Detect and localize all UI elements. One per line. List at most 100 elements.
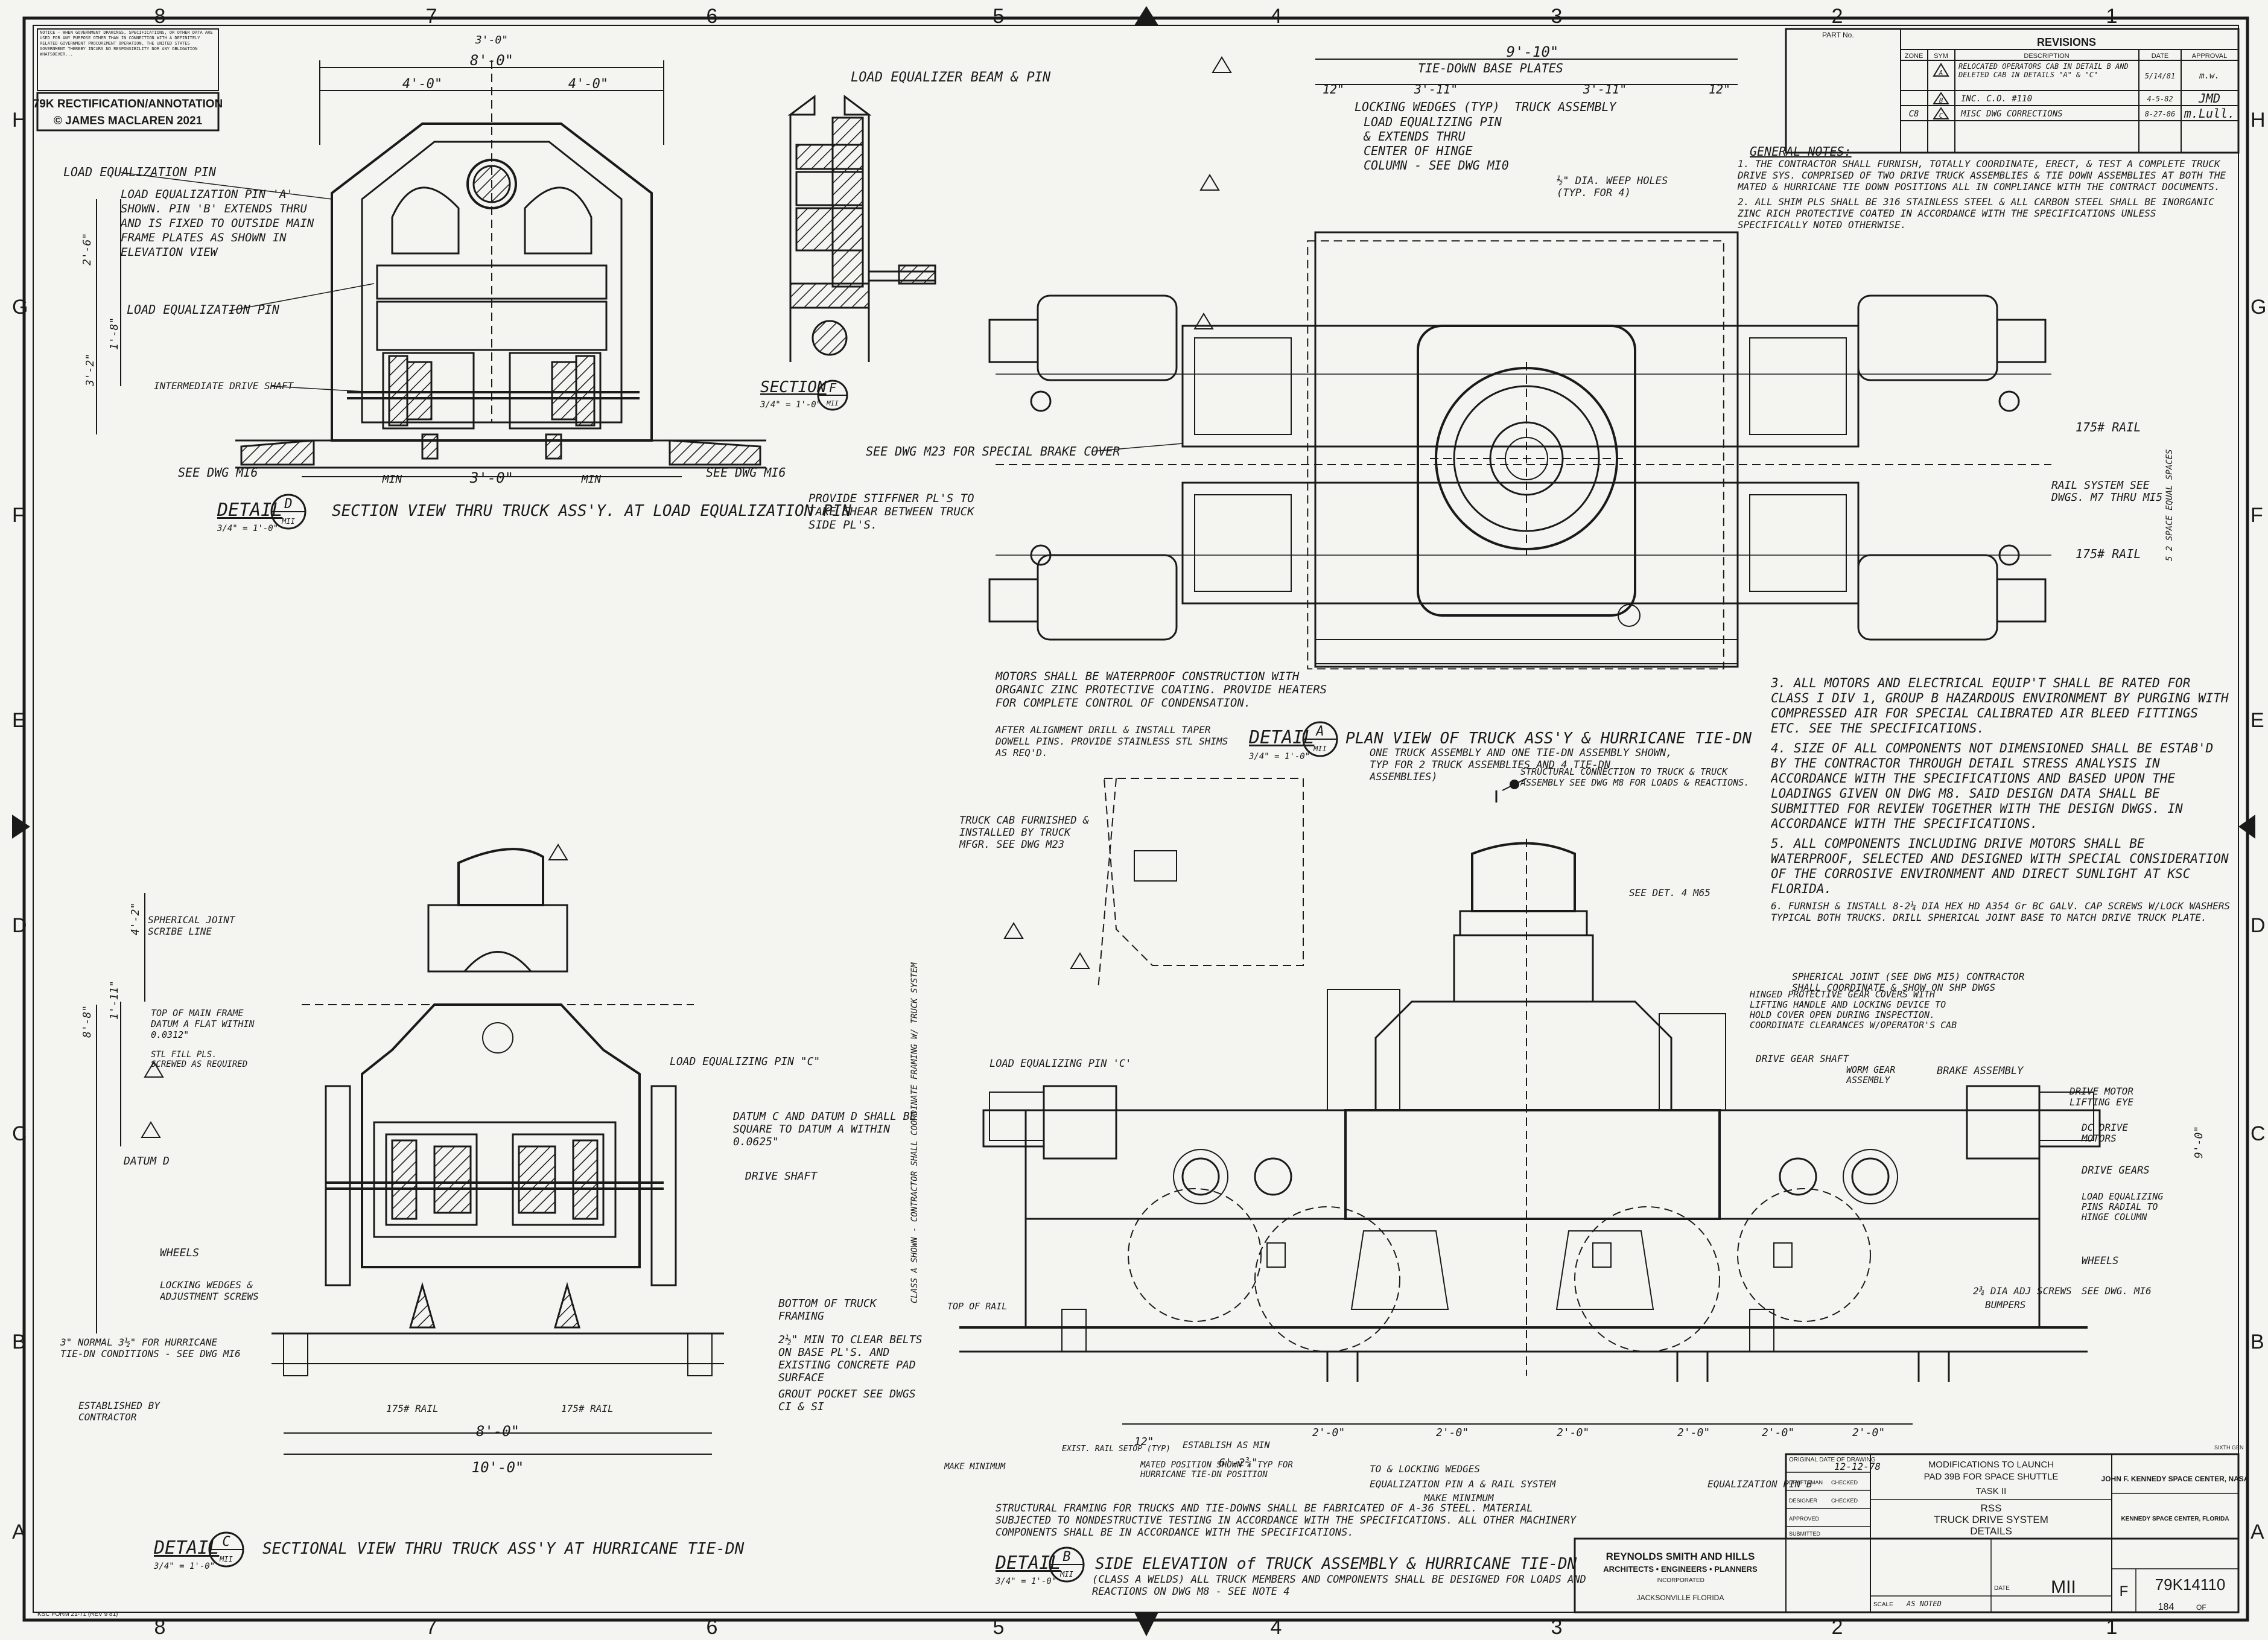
drawing-title-2: TRUCK DRIVE SYSTEM: [1934, 1514, 2048, 1525]
rev-row-desc: MISC DWG CORRECTIONS: [1960, 109, 2063, 119]
dim-12in-b: 12": [1134, 1435, 1154, 1448]
rev-row-desc: RELOCATED OPERATORS CAB IN DETAIL B AND …: [1958, 62, 2129, 79]
detail-a-scale: 3/4" = 1'-0": [1248, 752, 1310, 761]
label-locking-wedges-c: LOCKING WEDGES & ADJUSTMENT SCREWS: [160, 1279, 259, 1302]
dim-8ft-c: 8'-0": [476, 1423, 519, 1440]
detail-d-sheet: MII: [281, 517, 295, 526]
label-spherical-joint-b: SPHERICAL JOINT (SEE DWG MI5) CONTRACTOR…: [1792, 971, 2025, 993]
grid-row-left: H: [12, 109, 27, 132]
grid-row-labels: H G F E D C B A H G F E D C B A: [12, 109, 2266, 1543]
grid-col-bottom: 7: [426, 1616, 437, 1639]
label-brake-cover: SEE DWG M23 FOR SPECIAL BRAKE COVER: [866, 444, 1120, 459]
annotation-label: 79K RECTIFICATION/ANNOTATION © JAMES MAC…: [33, 92, 223, 132]
role-approved: APPROVED: [1789, 1516, 1820, 1522]
revision-triangle-icon: [141, 1121, 161, 1138]
grid-col-top: 2: [1832, 5, 1843, 28]
project-line-2: PAD 39B FOR SPACE SHUTTLE: [1924, 1472, 2059, 1482]
label-dc-drive-motors: DC DRIVE MOTORS: [2082, 1122, 2129, 1144]
label-motors-waterproof: MOTORS SHALL BE WATERPROOF CONSTRUCTION …: [996, 670, 1327, 710]
dim-3ft-11-right: 3'-11": [1583, 82, 1627, 97]
rev-header-sym: SYM: [1934, 52, 1948, 60]
label-drive-shaft: DRIVE SHAFT: [745, 1170, 818, 1183]
agency-sub: KENNEDY SPACE CENTER, FLORIDA: [2121, 1516, 2229, 1522]
rev-row-approval: JMD: [2198, 91, 2220, 106]
detail-c-caption-text: SECTIONAL VIEW THRU TRUCK ASS'Y AT HURRI…: [262, 1540, 745, 1558]
label-brake-assembly: BRAKE ASSEMBLY: [1937, 1065, 2024, 1077]
dim-2ft-f: 2'-0": [1852, 1426, 1885, 1439]
grid-col-bottom: 2: [1832, 1616, 1843, 1639]
label-top-of-rail: TOP OF RAIL: [947, 1301, 1007, 1312]
rev-row-approval: m.Lull.: [2184, 106, 2235, 121]
firm-sub: ARCHITECTS • ENGINEERS • PLANNERS: [1603, 1565, 1758, 1574]
detail-a-letter: A: [1315, 724, 1324, 739]
dim-10ft-c: 10'-0": [472, 1459, 524, 1476]
grid-row-right: H: [2251, 109, 2266, 132]
scale-label: SCALE: [1873, 1601, 1893, 1608]
detail-b-caption: DETAIL B MII 3/4" = 1'-0" SIDE ELEVATION…: [995, 1546, 1586, 1598]
grid-col-top: 5: [993, 5, 1005, 28]
label-see-dwg-mi6-b: SEE DWG. MI6: [2082, 1285, 2152, 1297]
detail-c-title: DETAIL: [153, 1537, 219, 1559]
detail-c-sheet: MII: [219, 1555, 233, 1563]
label-see-dwg-right: SEE DWG MI6: [706, 465, 786, 480]
label-load-equalizing-pin-c-b: LOAD EQUALIZING PIN 'C': [989, 1058, 1131, 1070]
label-intermediate-drive-shaft: INTERMEDIATE DRIVE SHAFT: [154, 380, 294, 392]
label-load-equalizing-pin-c: LOAD EQUALIZING PIN "C": [670, 1055, 820, 1068]
label-see-det-4: SEE DET. 4 M65: [1629, 887, 1711, 898]
drawing-title-1: RSS: [1981, 1502, 2002, 1514]
label-taper-dowell: AFTER ALIGNMENT DRILL & INSTALL TAPER DO…: [996, 724, 1228, 758]
role-checked-2: CHECKED: [1831, 1498, 1858, 1504]
dim-min-right: MIN: [581, 473, 602, 486]
label-load-equalizing-pins-radial: LOAD EQUALIZING PINS RADIAL TO HINGE COL…: [2082, 1192, 2164, 1222]
original-date: 12-12-78: [1834, 1461, 1881, 1472]
label-stiffner: PROVIDE STIFFNER PL'S TO TAKE SHEAR BETW…: [808, 492, 974, 532]
center-mark-bottom-icon: [1134, 1612, 1158, 1636]
grid-row-left: B: [12, 1330, 26, 1353]
general-note-2: 2. ALL SHIM PLS SHALL BE 316 STAINLESS S…: [1738, 196, 2214, 230]
label-tie-down-base-plates: TIE-DOWN BASE PLATES: [1418, 61, 1563, 75]
dim-8ft: 8'-0": [470, 52, 513, 69]
dim-4ft-right: 4'-0": [568, 77, 608, 92]
detail-b-subcaption: (CLASS A WELDS) ALL TRUCK MEMBERS AND CO…: [1092, 1574, 1586, 1598]
dim-2ft-6in: 2'-6": [81, 233, 94, 265]
detail-b-scale: 3/4" = 1'-0": [995, 1577, 1056, 1586]
dim-12in-right: 12": [1709, 82, 1730, 97]
rev-row-date: 5/14/81: [2145, 72, 2176, 80]
label-stl-fill-pls: STL FILL PLS. SCREWED AS REQUIRED: [151, 1050, 248, 1069]
detail-c-caption: DETAIL C MII 3/4" = 1'-0" SECTIONAL VIEW…: [153, 1531, 745, 1571]
grid-col-bottom: 5: [993, 1616, 1005, 1639]
label-pin-a-note: LOAD EQUALIZATION PIN 'A' SHOWN. PIN 'B'…: [121, 188, 314, 259]
rev-row-date: 4-5-82: [2147, 95, 2173, 103]
revision-markers: [141, 56, 1232, 1138]
dim-min-left: MIN: [382, 473, 402, 486]
revision-triangle-icon: [144, 1061, 164, 1078]
label-locking-wedges: LOCKING WEDGES (TYP): [1355, 100, 1500, 114]
grid-col-bottom: 6: [707, 1616, 718, 1639]
center-mark-right-icon: [2238, 815, 2255, 839]
structural-note-text: STRUCTURAL FRAMING FOR TRUCKS AND TIE-DO…: [996, 1502, 1577, 1539]
detail-a-caption-text: PLAN VIEW OF TRUCK ASS'Y & HURRICANE TIE…: [1345, 729, 1752, 748]
notice-block: NOTICE — WHEN GOVERNMENT DRAWINGS, SPECI…: [37, 28, 219, 91]
revision-triangle-icon: [1212, 56, 1232, 73]
general-note-5: 5. ALL COMPONENTS INCLUDING DRIVE MOTORS…: [1771, 836, 2229, 896]
label-rail-system: RAIL SYSTEM SEE DWGS. M7 THRU MI5: [2051, 480, 2163, 504]
center-mark-top-icon: [1134, 6, 1158, 25]
label-load-equalizer-beam: LOAD EQUALIZER BEAM & PIN: [851, 70, 1051, 85]
detail-d-caption-text: SECTION VIEW THRU TRUCK ASS'Y. AT LOAD E…: [332, 502, 851, 520]
section-f-title: SECTION: [760, 378, 827, 396]
label-make-minimum: MAKE MINIMUM: [1423, 1492, 1495, 1504]
label-class-a-framing: CLASS A SHOWN - CONTRACTOR SHALL COORDIN…: [910, 962, 920, 1303]
section-f-letter: F: [829, 381, 837, 395]
dim-2ft-d: 2'-0": [1677, 1426, 1710, 1439]
dim-3ft-top: 3'-0": [475, 34, 508, 46]
label-drive-motor-lifting: DRIVE MOTOR LIFTING EYE: [2069, 1086, 2133, 1108]
dwg-size: F: [2120, 1583, 2129, 1600]
grid-col-bottom: 8: [154, 1616, 166, 1639]
dim-2ft-e: 2'-0": [1762, 1426, 1794, 1439]
part-no-label: PART No.: [1822, 31, 1854, 39]
dim-3ft-11-left: 3'-11": [1414, 82, 1458, 97]
rev-row-zone: C8: [1909, 109, 1919, 119]
label-make-minimum-left: MAKE MINIMUM: [944, 1462, 1006, 1472]
drawing-title-3: DETAILS: [1970, 1525, 2012, 1537]
revision-triangle-icon: [1933, 63, 1949, 77]
